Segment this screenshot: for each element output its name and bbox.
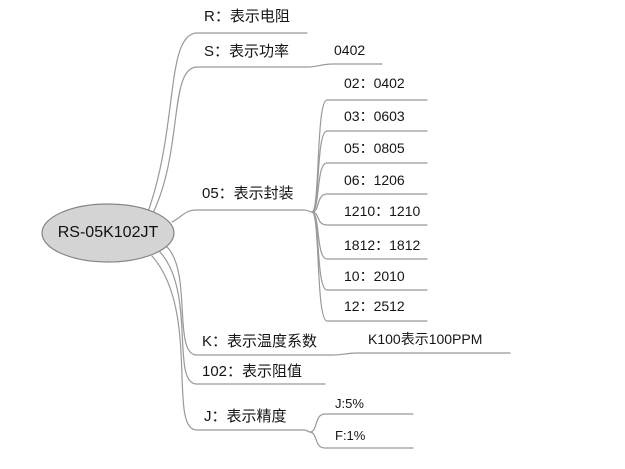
power-child-0402-label[interactable]: 0402 [334, 42, 366, 58]
precision-child-f-label[interactable]: F:1% [335, 428, 366, 443]
root-node-label[interactable]: RS-05K102JT [57, 224, 159, 241]
branch-line-power [152, 63, 383, 214]
branch-line-tempco [166, 246, 511, 356]
package-child-label[interactable]: 1812：1812 [344, 237, 421, 253]
branch-line-value [159, 251, 326, 385]
branch-package-label[interactable]: 05：表示封装 [202, 185, 294, 202]
precision-child-j-label[interactable]: J:5% [335, 396, 364, 411]
package-child-line [311, 193, 428, 213]
package-child-label[interactable]: 12：2512 [344, 298, 405, 314]
branch-value-label[interactable]: 102：表示阻值 [202, 363, 303, 380]
package-child-line [311, 211, 428, 322]
branch-power-label[interactable]: S：表示功率 [204, 43, 290, 60]
branch-line-resistance [148, 32, 308, 210]
package-child-line [311, 162, 428, 213]
tempco-child-label[interactable]: K100表示100PPM [368, 331, 483, 347]
branch-tempco-label[interactable]: K：表示温度系数 [202, 333, 318, 350]
package-child-label[interactable]: 03：0603 [344, 108, 405, 124]
branch-precision-label[interactable]: J：表示精度 [204, 408, 287, 425]
package-child-label[interactable]: 02：0402 [344, 75, 405, 91]
branch-resistance-label[interactable]: R：表示电阻 [204, 8, 290, 25]
package-child-label[interactable]: 1210：1210 [344, 203, 421, 219]
precision-child-line [309, 431, 414, 449]
package-child-label[interactable]: 06：1206 [344, 172, 405, 188]
root-node-ellipse[interactable] [41, 203, 175, 263]
package-child-label[interactable]: 05：0805 [344, 140, 405, 156]
branch-line-precision [151, 255, 311, 433]
precision-child-line [309, 413, 414, 433]
package-child-label[interactable]: 10：2010 [344, 268, 405, 284]
branch-line-package [171, 209, 313, 223]
